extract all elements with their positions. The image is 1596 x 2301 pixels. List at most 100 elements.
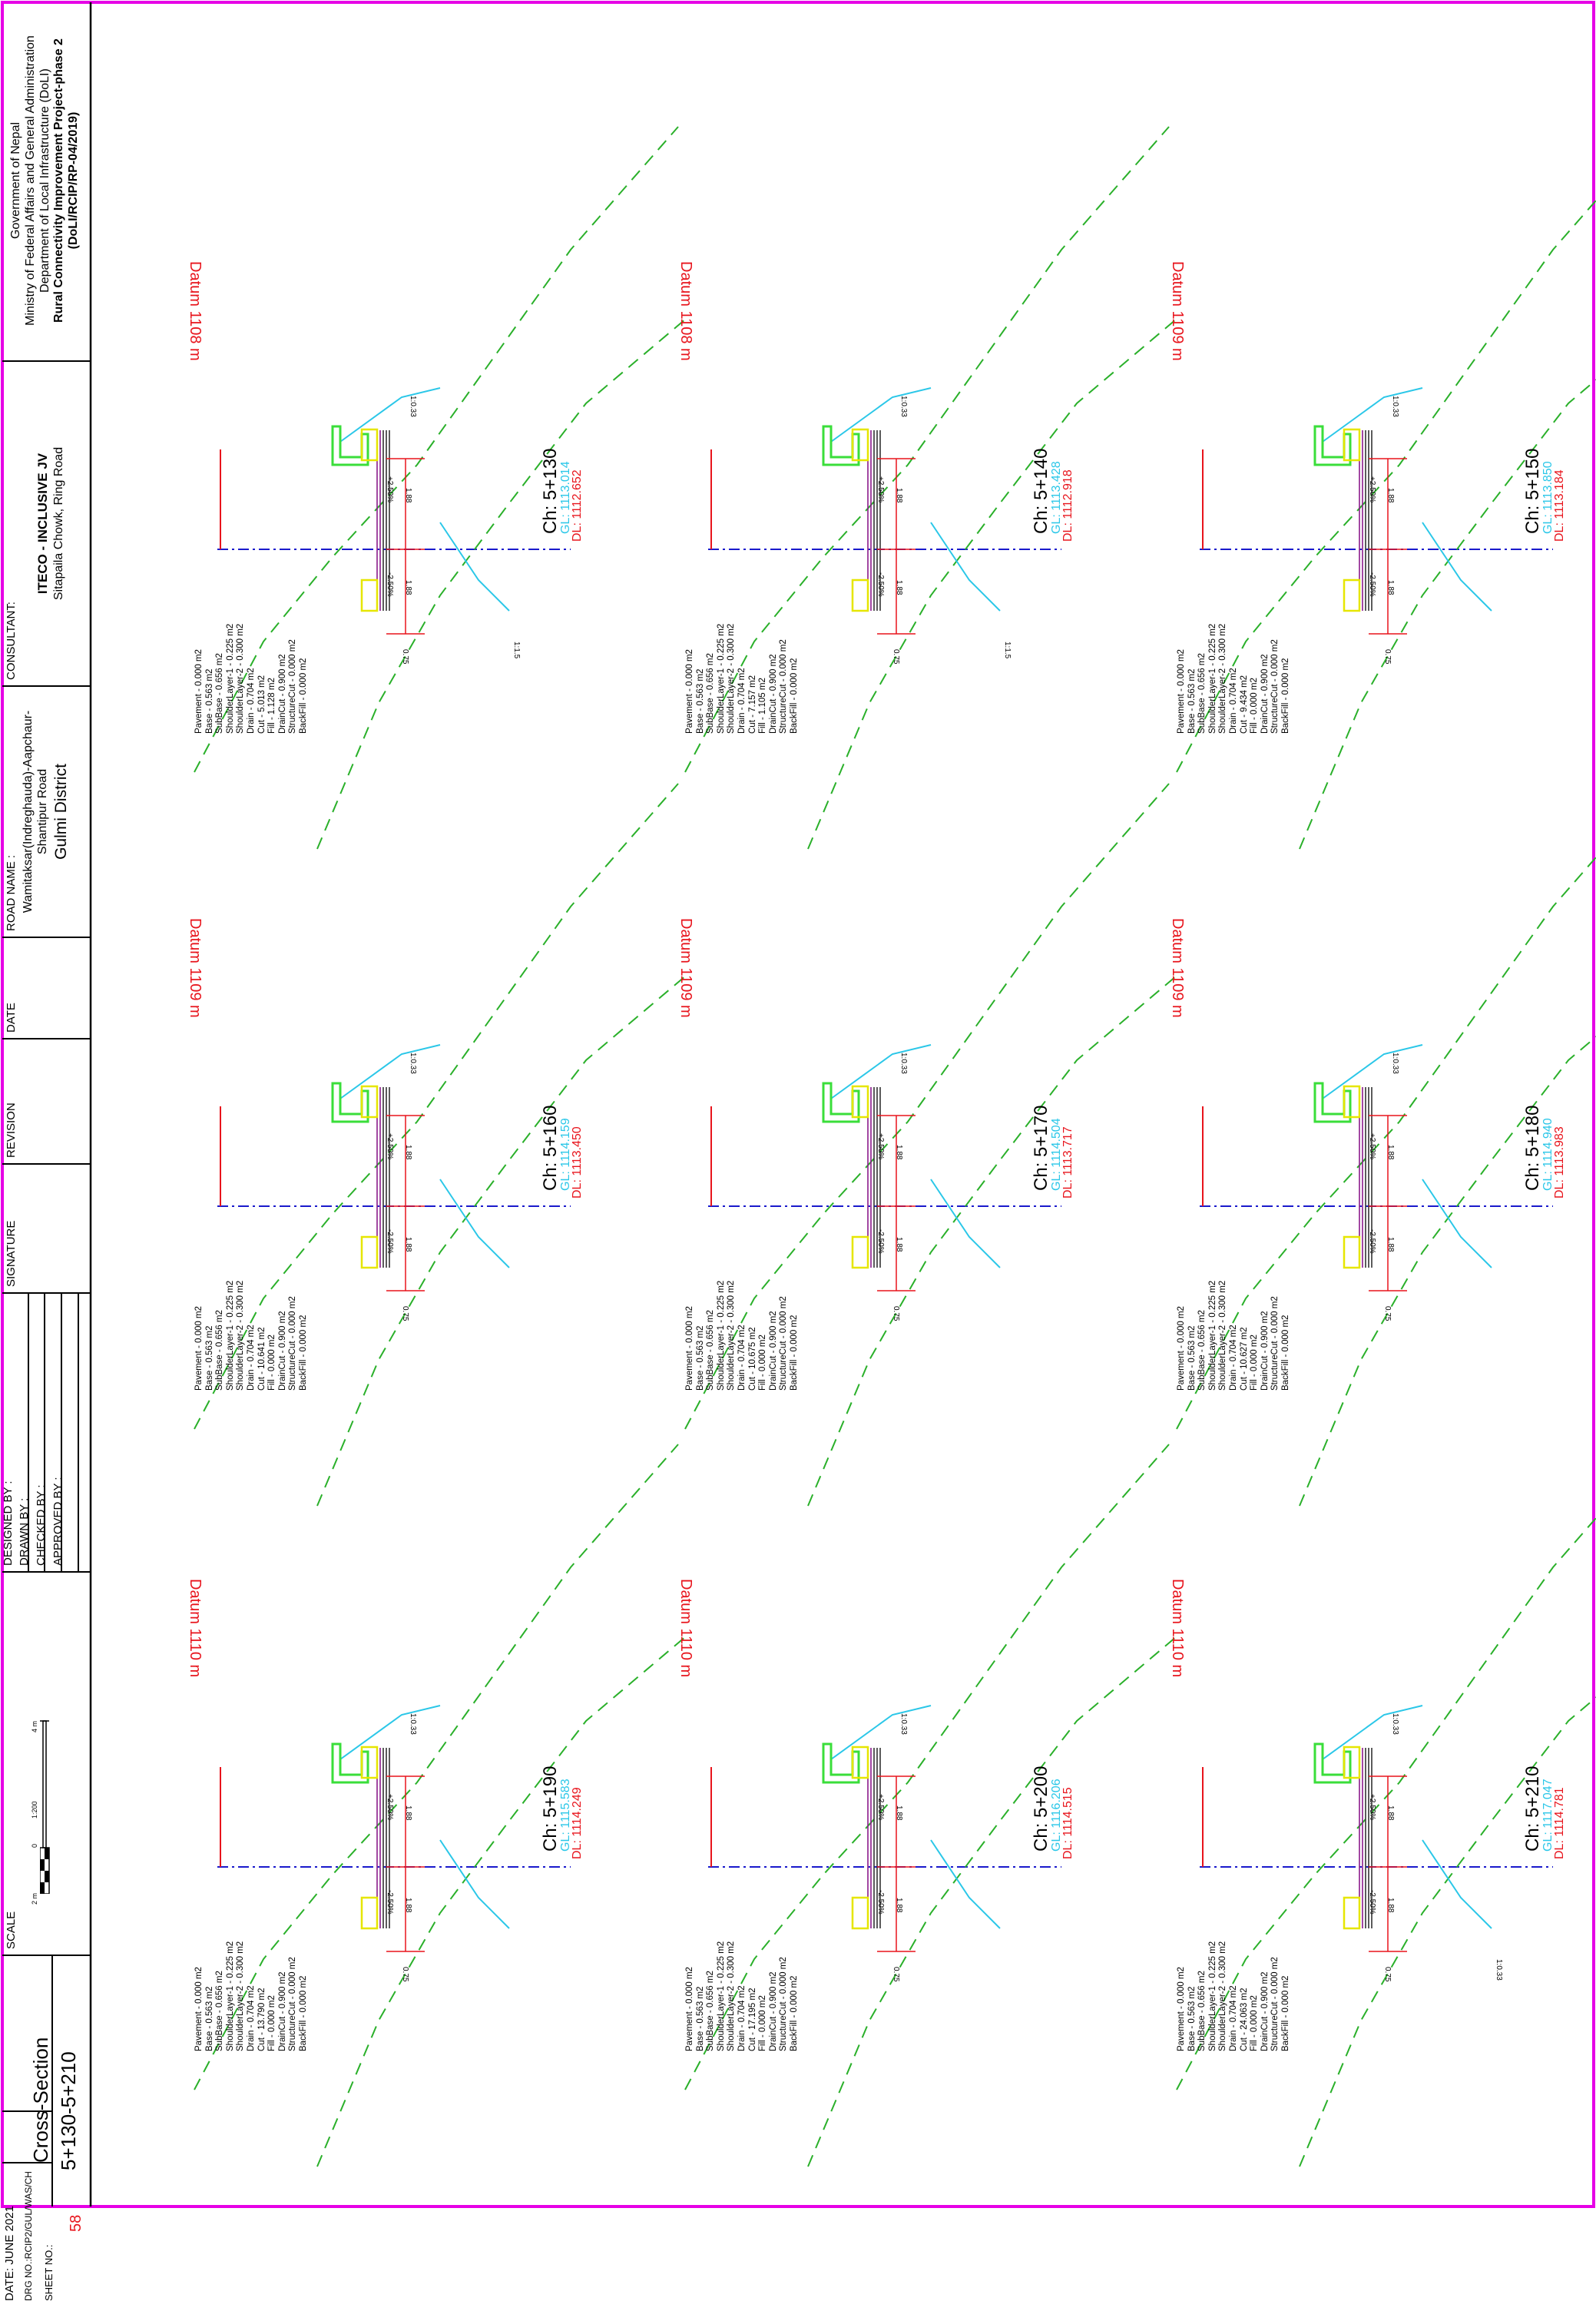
shoulder-left [1343,1085,1361,1119]
sheet-border [1,1,1595,2208]
cut-slope [1322,1044,1423,1099]
dim-1: 1.88 [404,488,412,503]
quantity-item: BackFill - 0.000 m2 [298,1315,308,1391]
quantity-item: Pavement - 0.000 m2 [685,649,694,734]
dim-3: 0.75 [1383,1967,1392,1982]
cut-slope [1322,387,1423,443]
shoulder-left [851,428,869,462]
quantity-item: ShoulderLayer-2 - 0.300 m2 [727,1280,737,1391]
drain [822,425,860,466]
quantity-item: ShoulderLayer-2 - 0.300 m2 [727,1941,737,2051]
cross-section-drawing [1176,199,1596,850]
quantity-item: Pavement - 0.000 m2 [1177,1306,1186,1391]
quantity-item: ShoulderLayer-2 - 0.300 m2 [236,1280,246,1391]
ground-line [684,126,1170,773]
meta-drg-no: DRG NO.:RCIP2/GUL/WAS/CH [23,2171,34,2301]
quantity-item: BackFill - 0.000 m2 [1280,1975,1290,2051]
quantity-item: ShoulderLayer-1 - 0.225 m2 [1207,1941,1217,2051]
fill-slope [439,522,510,612]
ground-line-2 [807,318,1177,850]
quantity-item: Pavement - 0.000 m2 [194,649,204,734]
title-block-cell-dividers [2,360,91,2207]
quantity-item: StructureCut - 0.000 m2 [1270,1957,1280,2051]
meta-date: DATE: JUNE 2021 [3,2206,16,2301]
dim-3: 0.75 [1383,1306,1392,1321]
ground-line [684,1444,1170,2090]
quantity-item: ShoulderLayer-2 - 0.300 m2 [1218,623,1228,734]
quantity-item: StructureCut - 0.000 m2 [1270,1296,1280,1391]
ground-line [1176,856,1596,1430]
ground-line [194,126,679,773]
quantity-item: Fill - 0.000 m2 [758,1995,768,2051]
datum-label: Datum 1108 m [187,261,204,361]
quantity-item: BackFill - 0.000 m2 [1280,1315,1290,1391]
dim-1: 1.88 [404,1145,412,1160]
dim-3: 0.75 [892,649,900,665]
shoulder-right [360,579,379,612]
quantity-item: DrainCut - 0.900 m2 [768,1311,778,1391]
slope-label-cut: 1:0.33 [1391,1713,1399,1735]
quantity-item: Drain - 0.704 m2 [246,668,256,734]
chainage-label: Ch: 5+150 [1522,448,1543,534]
shoulder-left [1343,1746,1361,1779]
quantity-item: Drain - 0.704 m2 [737,1985,747,2051]
scale-cell: SCALE 2 m 0 1:200 4 m [0,1572,91,1955]
cut-slope [830,1705,932,1760]
datum-label: Datum 1109 m [1169,261,1186,361]
quantity-item: DrainCut - 0.900 m2 [1260,1311,1270,1391]
dim-2: 1.88 [1386,1237,1395,1252]
ground-line [194,783,679,1430]
grade-right: -2.50% [876,572,885,597]
dim-2: 1.88 [1386,1898,1395,1913]
grade-left: +2.50% [386,1794,394,1821]
shoulder-right [360,1235,379,1269]
quantity-item: SubBase - 0.656 m2 [1197,1971,1207,2051]
quantity-item: Base - 0.563 m2 [695,1986,705,2051]
shoulder-right [1343,1235,1361,1269]
drain [331,1742,369,1784]
grade-left: +2.50% [1368,1133,1376,1160]
quantity-item: Pavement - 0.000 m2 [685,1306,694,1391]
dim-2: 1.88 [895,580,903,595]
cut-slope [339,1705,441,1760]
quantity-item: ShoulderLayer-1 - 0.225 m2 [225,623,235,734]
quantity-item: ShoulderLayer-2 - 0.300 m2 [1218,1280,1228,1391]
chainage-label: Ch: 5+180 [1522,1105,1543,1191]
datum-label: Datum 1110 m [1169,1579,1186,1678]
quantity-item: DrainCut - 0.900 m2 [768,654,778,734]
meta-sheet-no: 58 [68,2214,84,2232]
dim-3: 0.75 [892,1967,900,1982]
slope-label-cut: 1:0.33 [1391,396,1399,417]
fill-slope [930,522,1001,612]
dim-1: 1.88 [1386,1145,1395,1160]
quantity-item: Cut - 7.157 m2 [747,675,757,734]
shoulder-left [360,428,379,462]
drain [331,425,369,466]
ground-line [1176,199,1596,773]
datum-label: Datum 1109 m [187,918,204,1018]
design-level-label: DL: 1113.184 [1553,469,1566,542]
slope-label-cut: 1:0.33 [409,1053,417,1074]
fill-slope [439,1179,510,1268]
fill-slope [1422,1179,1492,1268]
quantity-item: SubBase - 0.656 m2 [1197,653,1207,734]
grade-right: -2.50% [876,1229,885,1254]
ground-line-2 [316,318,687,850]
quantity-item: DrainCut - 0.900 m2 [1260,1971,1270,2051]
quantity-item: Base - 0.563 m2 [1187,1325,1197,1391]
shoulder-left [851,1085,869,1119]
quantity-item: BackFill - 0.000 m2 [789,1975,799,2051]
quantity-item: BackFill - 0.000 m2 [298,658,308,734]
cut-slope [830,387,932,443]
quantity-item: Pavement - 0.000 m2 [1177,1967,1186,2051]
quantity-item: ShoulderLayer-1 - 0.225 m2 [225,1941,235,2051]
grade-right: -2.50% [876,1890,885,1915]
